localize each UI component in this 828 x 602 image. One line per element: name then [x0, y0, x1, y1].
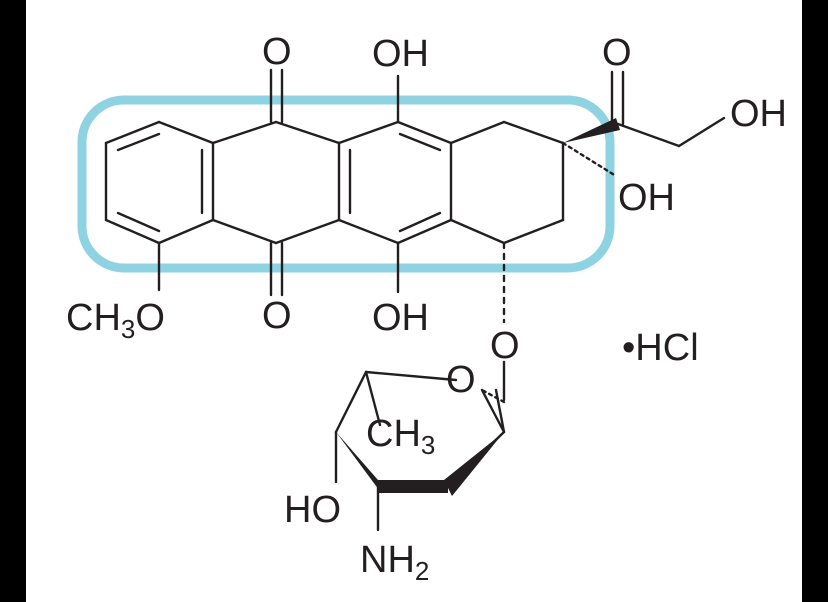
- ring-b: [211, 68, 341, 297]
- ring-a: [104, 120, 215, 245]
- label-ho: HO: [284, 489, 341, 531]
- label-oh-top: OH: [372, 33, 429, 75]
- label-o-ketone: O: [602, 32, 632, 74]
- label-o-sugar-ring: O: [446, 359, 476, 401]
- label-nh2: NH2: [360, 539, 429, 586]
- ring-d: [449, 120, 565, 245]
- molecule-diagram: O OH O OH OH CH3O O OH O •HCl O CH3 HO N…: [66, 31, 787, 586]
- label-salt: •HCl: [622, 327, 699, 369]
- label-ch3: CH3: [366, 413, 435, 460]
- side-chain: [561, 70, 726, 178]
- sugar-ring: [334, 360, 506, 532]
- aglycone-highlight: [77, 95, 615, 273]
- label-oh-side: OH: [730, 93, 787, 135]
- label-o-quinone-top: O: [262, 31, 292, 73]
- structure-canvas: O OH O OH OH CH3O O OH O •HCl O CH3 HO N…: [26, 0, 802, 602]
- sugar-wedge-bottom: [378, 480, 448, 493]
- wedge-bond: [563, 118, 620, 143]
- label-o-quinone-bottom: O: [262, 295, 292, 337]
- ring-c: [337, 74, 453, 294]
- sugar-wedge-left: [336, 432, 382, 494]
- label-oh-bottom: OH: [372, 297, 429, 339]
- label-och3: CH3O: [66, 297, 165, 344]
- label-oh-ring: OH: [618, 177, 675, 219]
- label-o-glycoside: O: [490, 325, 520, 367]
- sugar-wedge-right: [444, 432, 504, 496]
